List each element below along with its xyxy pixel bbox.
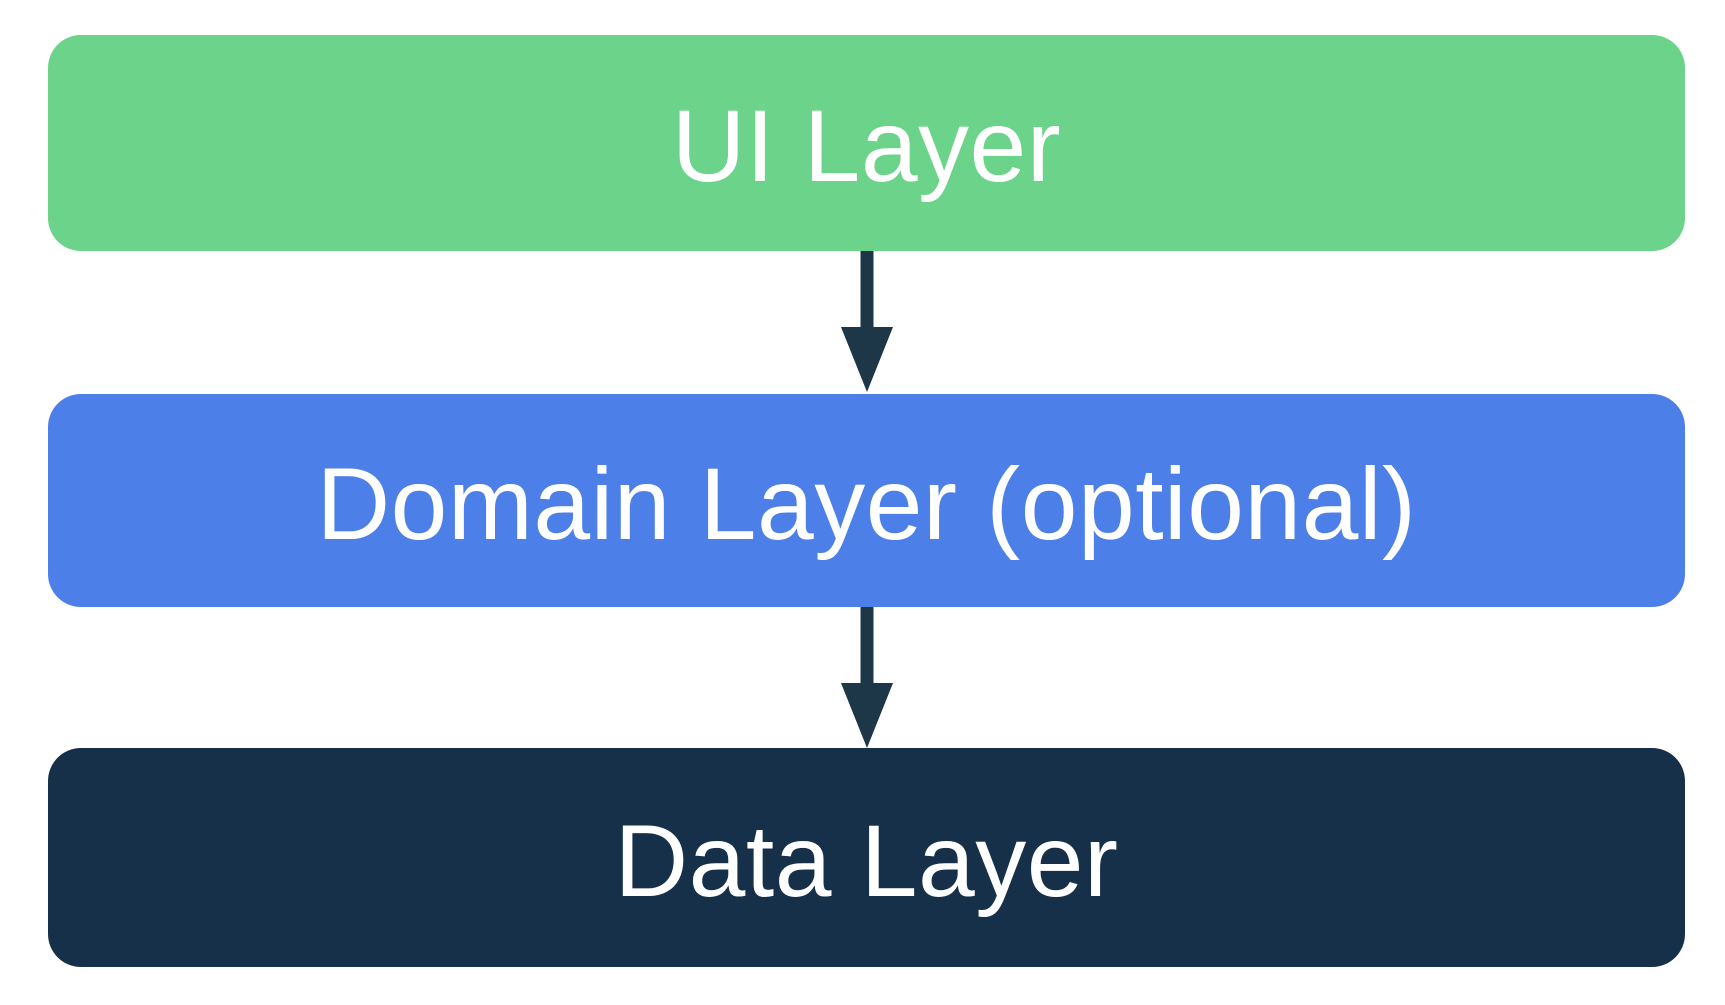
domain-layer-label: Domain Layer (optional) <box>316 446 1417 561</box>
arrow-down-icon <box>841 607 893 748</box>
data-layer-label: Data Layer <box>614 803 1119 918</box>
data-layer-box: Data Layer <box>48 748 1685 967</box>
ui-layer-box: UI Layer <box>48 35 1685 251</box>
domain-layer-box: Domain Layer (optional) <box>48 394 1685 607</box>
ui-layer-label: UI Layer <box>671 89 1062 203</box>
arrow-down-icon <box>841 251 893 392</box>
